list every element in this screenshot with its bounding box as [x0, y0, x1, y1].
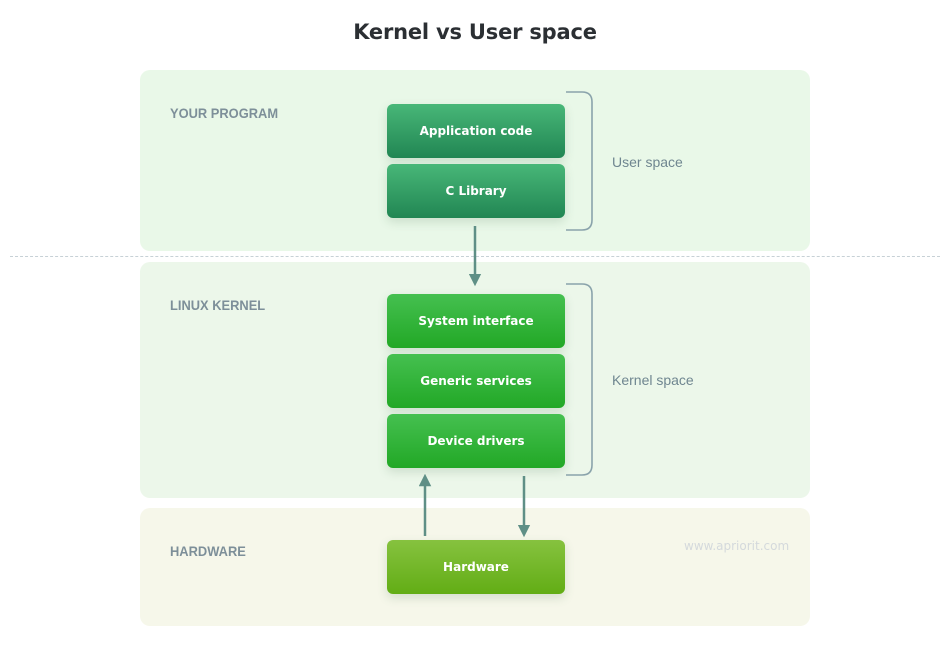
generic-services-box: Generic services	[387, 354, 565, 408]
watermark: www.apriorit.com	[684, 539, 790, 553]
application-code-box: Application code	[387, 104, 565, 158]
c-library-box: C Library	[387, 164, 565, 218]
user-space-label: User space	[612, 154, 683, 170]
user-space-bracket	[566, 91, 593, 231]
hardware-label: HARDWARE	[170, 543, 246, 559]
diagram-title: Kernel vs User space	[353, 20, 597, 44]
device-drivers-box: Device drivers	[387, 414, 565, 468]
linux-kernel-label: LINUX KERNEL	[170, 297, 266, 313]
hardware-box: Hardware	[387, 540, 565, 594]
user-program-band: YOUR PROGRAM	[140, 70, 810, 251]
system-interface-box: System interface	[387, 294, 565, 348]
kernel-space-label: Kernel space	[612, 372, 694, 388]
your-program-label: YOUR PROGRAM	[170, 105, 279, 121]
kernel-space-bracket	[566, 283, 593, 476]
